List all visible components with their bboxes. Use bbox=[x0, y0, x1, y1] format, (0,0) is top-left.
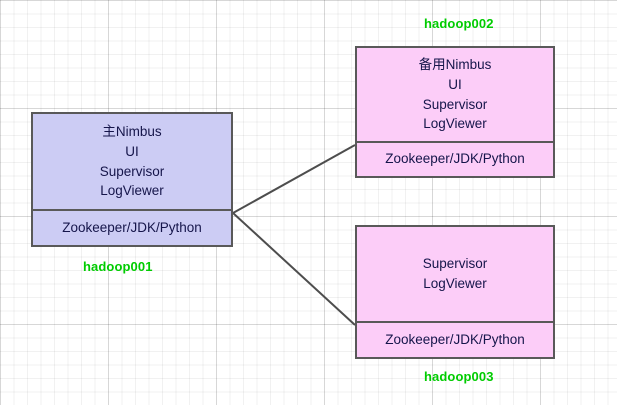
node-hadoop001-footer: Zookeeper/JDK/Python bbox=[33, 209, 231, 245]
node-hadoop002-service-1: UI bbox=[448, 76, 462, 92]
edge-hadoop001-to-hadoop002 bbox=[232, 144, 356, 214]
node-hadoop001-services: 主Nimbus UI Supervisor LogViewer bbox=[33, 114, 231, 209]
node-hadoop001[interactable]: 主Nimbus UI Supervisor LogViewer Zookeepe… bbox=[31, 112, 233, 247]
node-hadoop003-services: Supervisor LogViewer bbox=[357, 227, 553, 321]
node-hadoop001-service-2: Supervisor bbox=[99, 163, 165, 179]
host-label-hadoop003: hadoop003 bbox=[424, 369, 494, 384]
node-hadoop002[interactable]: 备用Nimbus UI Supervisor LogViewer Zookeep… bbox=[355, 46, 555, 178]
node-hadoop003-service-0: Supervisor bbox=[422, 256, 488, 272]
node-hadoop002-services: 备用Nimbus UI Supervisor LogViewer bbox=[357, 48, 553, 141]
host-label-hadoop002: hadoop002 bbox=[424, 16, 494, 31]
edge-hadoop001-to-hadoop003 bbox=[232, 212, 356, 326]
host-label-hadoop001: hadoop001 bbox=[83, 259, 153, 274]
node-hadoop001-service-0: 主Nimbus bbox=[102, 124, 162, 140]
node-hadoop003[interactable]: Supervisor LogViewer Zookeeper/JDK/Pytho… bbox=[355, 225, 555, 359]
node-hadoop002-service-3: LogViewer bbox=[423, 116, 487, 132]
node-hadoop001-service-1: UI bbox=[125, 143, 139, 159]
node-hadoop002-service-2: Supervisor bbox=[422, 96, 488, 112]
node-hadoop003-footer: Zookeeper/JDK/Python bbox=[357, 321, 553, 357]
node-hadoop003-service-1: LogViewer bbox=[423, 276, 487, 291]
node-hadoop002-footer: Zookeeper/JDK/Python bbox=[357, 141, 553, 176]
node-hadoop002-service-0: 备用Nimbus bbox=[418, 57, 492, 73]
node-hadoop001-service-3: LogViewer bbox=[100, 183, 164, 199]
